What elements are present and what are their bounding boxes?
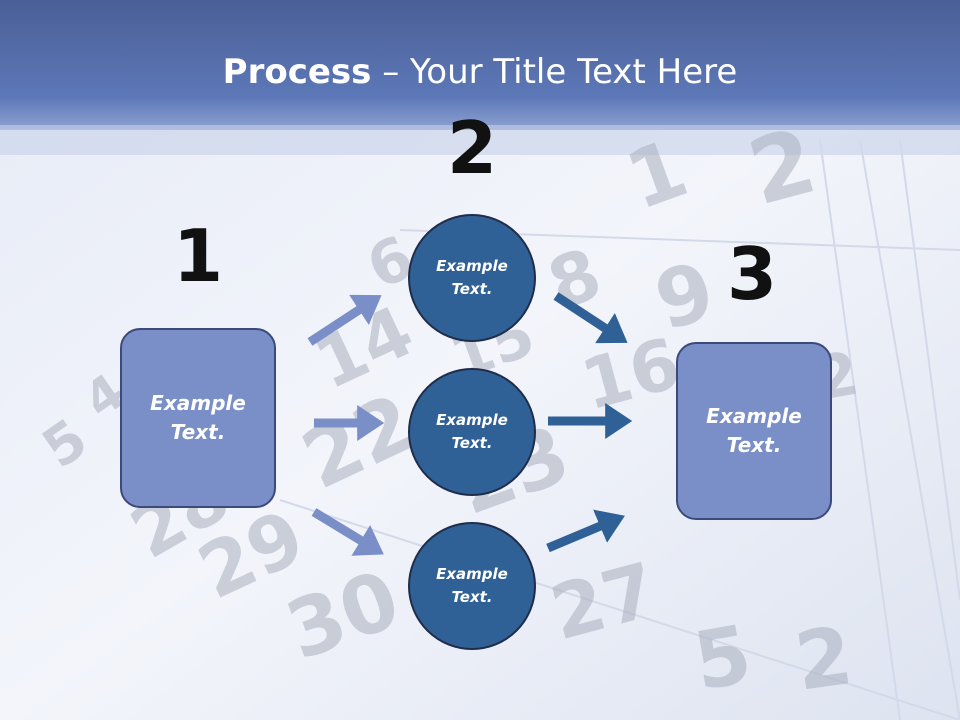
slide-title: Process – Your Title Text Here	[0, 52, 960, 92]
step-1-box: Example Text.	[120, 328, 276, 508]
step-3-number: 3	[726, 232, 778, 316]
step-2-circle-top: Example Text.	[408, 214, 536, 342]
step-2-number: 2	[446, 106, 498, 190]
title-bold: Process	[222, 52, 372, 92]
step-1-number: 1	[172, 214, 224, 298]
step-2-circle-bottom: Example Text.	[408, 522, 536, 650]
step-3-box: Example Text.	[676, 342, 832, 520]
circle-top-label: Example Text.	[436, 257, 508, 298]
circle-middle-label: Example Text.	[436, 411, 508, 452]
step-1-label: Example Text.	[150, 391, 246, 444]
step-3-label: Example Text.	[706, 404, 802, 457]
title-rest: Your Title Text Here	[410, 52, 738, 92]
calendar-digit: 2	[790, 609, 858, 709]
title-separator: –	[371, 52, 411, 92]
circle-bottom-label: Example Text.	[436, 565, 508, 606]
step-2-circle-middle: Example Text.	[408, 368, 536, 496]
